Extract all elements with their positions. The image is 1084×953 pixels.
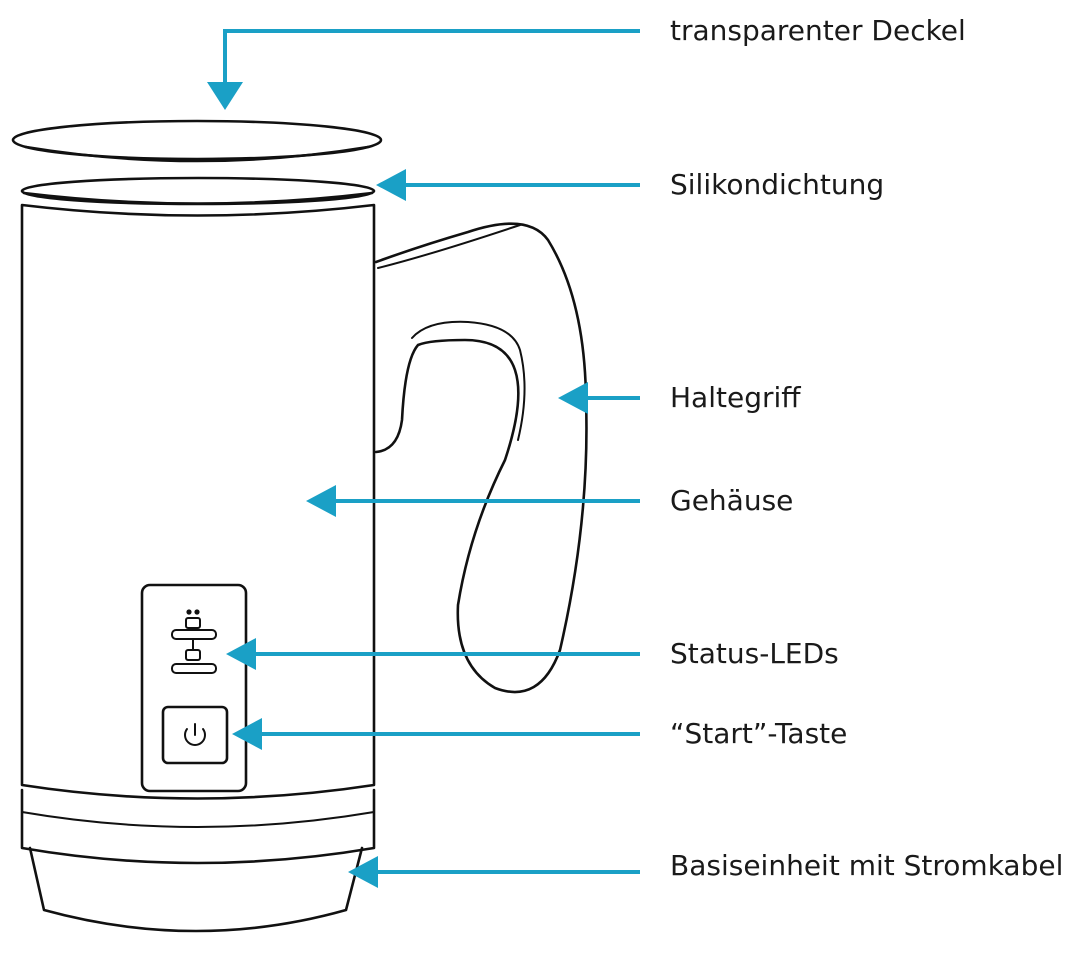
label-housing: Gehäuse bbox=[670, 484, 794, 517]
status-led-icons bbox=[171, 609, 217, 674]
arrow-start bbox=[232, 718, 640, 750]
label-start: “Start”-Taste bbox=[670, 717, 848, 750]
housing-drawing bbox=[20, 203, 376, 800]
label-handle: Haltegriff bbox=[670, 381, 801, 414]
arrow-seal bbox=[376, 169, 640, 201]
seal-drawing bbox=[20, 176, 376, 206]
start-button[interactable] bbox=[161, 705, 229, 765]
arrow-housing bbox=[306, 485, 640, 517]
handle-drawing bbox=[374, 222, 588, 694]
power-icon bbox=[184, 723, 206, 746]
leader-lines bbox=[207, 29, 640, 888]
lid-drawing bbox=[11, 119, 383, 163]
arrow-lid bbox=[207, 29, 640, 110]
arrow-base bbox=[348, 856, 640, 888]
arrow-handle bbox=[558, 382, 640, 414]
label-base: Basiseinheit mit Stromkabel bbox=[670, 849, 1064, 882]
arrow-leds bbox=[226, 638, 640, 670]
label-seal: Silikondichtung bbox=[670, 168, 885, 201]
control-panel bbox=[140, 583, 248, 793]
base-drawing bbox=[20, 788, 376, 933]
label-lid: transparenter Deckel bbox=[670, 14, 966, 47]
label-leds: Status-LEDs bbox=[670, 637, 839, 670]
